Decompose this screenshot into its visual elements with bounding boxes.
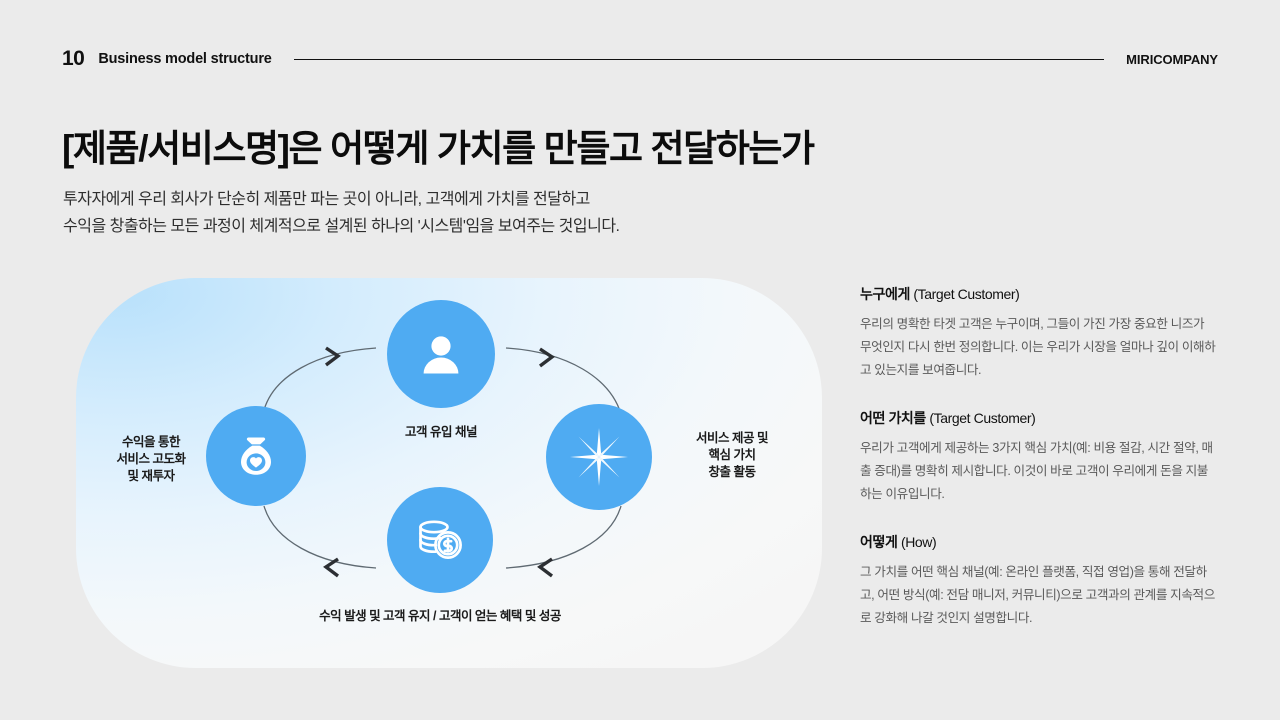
- info-body-how: 그 가치를 어떤 핵심 채널(예: 온라인 플랫폼, 직접 영업)을 통해 전달…: [860, 565, 1215, 625]
- diagram-label-value: 서비스 제공 및 핵심 가치 창출 활동: [696, 431, 768, 479]
- company-brand-label: MIRICOMPANY: [1126, 51, 1218, 67]
- info-heading-en: (How): [900, 534, 937, 550]
- diagram-node-reinvest[interactable]: [206, 406, 306, 506]
- coins-icon: [412, 512, 468, 568]
- diagram-label-reinvest: 수익을 통한 서비스 고도화 및 재투자: [116, 435, 186, 483]
- info-block-value-proposition: 어떤 가치를 (Target Customer) 우리가 고객에게 제공하는 3…: [860, 408, 1218, 506]
- info-heading-target-customer: 누구에게 (Target Customer): [860, 284, 1218, 304]
- info-heading-kr: 누구에게: [860, 286, 910, 302]
- slide-number: 10: [62, 47, 85, 70]
- diagram-node-revenue[interactable]: [387, 487, 493, 593]
- diagram-node-value-creation[interactable]: [546, 404, 652, 510]
- info-heading-kr: 어떻게: [860, 534, 898, 550]
- info-block-target-customer: 누구에게 (Target Customer) 우리의 명확한 타겟 고객은 누구…: [860, 284, 1218, 382]
- money-bag-heart-icon: [231, 431, 281, 481]
- slide-section-title: Business model structure: [98, 51, 272, 67]
- page-title: [제품/서비스명]은 어떻게 가치를 만들고 전달하는가: [62, 128, 815, 169]
- info-heading-en: (Target Customer): [929, 410, 1036, 426]
- diagram-label-customer: 고객 유입 채널: [405, 425, 477, 439]
- explanation-column: 누구에게 (Target Customer) 우리의 명확한 타겟 고객은 누구…: [860, 284, 1218, 630]
- slide-header: 10 Business model structure MIRICOMPANY: [62, 44, 1218, 74]
- person-icon: [415, 328, 467, 380]
- cycle-connector-arrows: [263, 346, 622, 578]
- info-body-value-proposition: 우리가 고객에게 제공하는 3가지 핵심 가치(예: 비용 절감, 시간 절약,…: [860, 441, 1213, 501]
- info-heading-en: (Target Customer): [913, 286, 1020, 302]
- info-heading-value-proposition: 어떤 가치를 (Target Customer): [860, 408, 1218, 428]
- info-body-target-customer: 우리의 명확한 타겟 고객은 누구이며, 그들이 가진 가장 중요한 니즈가 무…: [860, 317, 1216, 377]
- page-subtitle: 투자자에게 우리 회사가 단순히 제품만 파는 곳이 아니라, 고객에게 가치를…: [63, 191, 620, 235]
- info-heading-kr: 어떤 가치를: [860, 410, 926, 426]
- diagram-label-revenue: 수익 발생 및 고객 유지 / 고객이 얻는 혜택 및 성공: [319, 609, 561, 623]
- business-model-cycle-diagram: 고객 유입 채널 서비스 제공 및 핵심 가치 창출 활동 수익 발생 및 고객…: [76, 278, 822, 668]
- diagram-node-customer[interactable]: [387, 300, 495, 408]
- header-divider-line: [293, 58, 1105, 60]
- info-block-how: 어떻게 (How) 그 가치를 어떤 핵심 채널(예: 온라인 플랫폼, 직접 …: [860, 532, 1218, 630]
- info-heading-how: 어떻게 (How): [860, 532, 1218, 552]
- sparkle-icon: [568, 426, 630, 488]
